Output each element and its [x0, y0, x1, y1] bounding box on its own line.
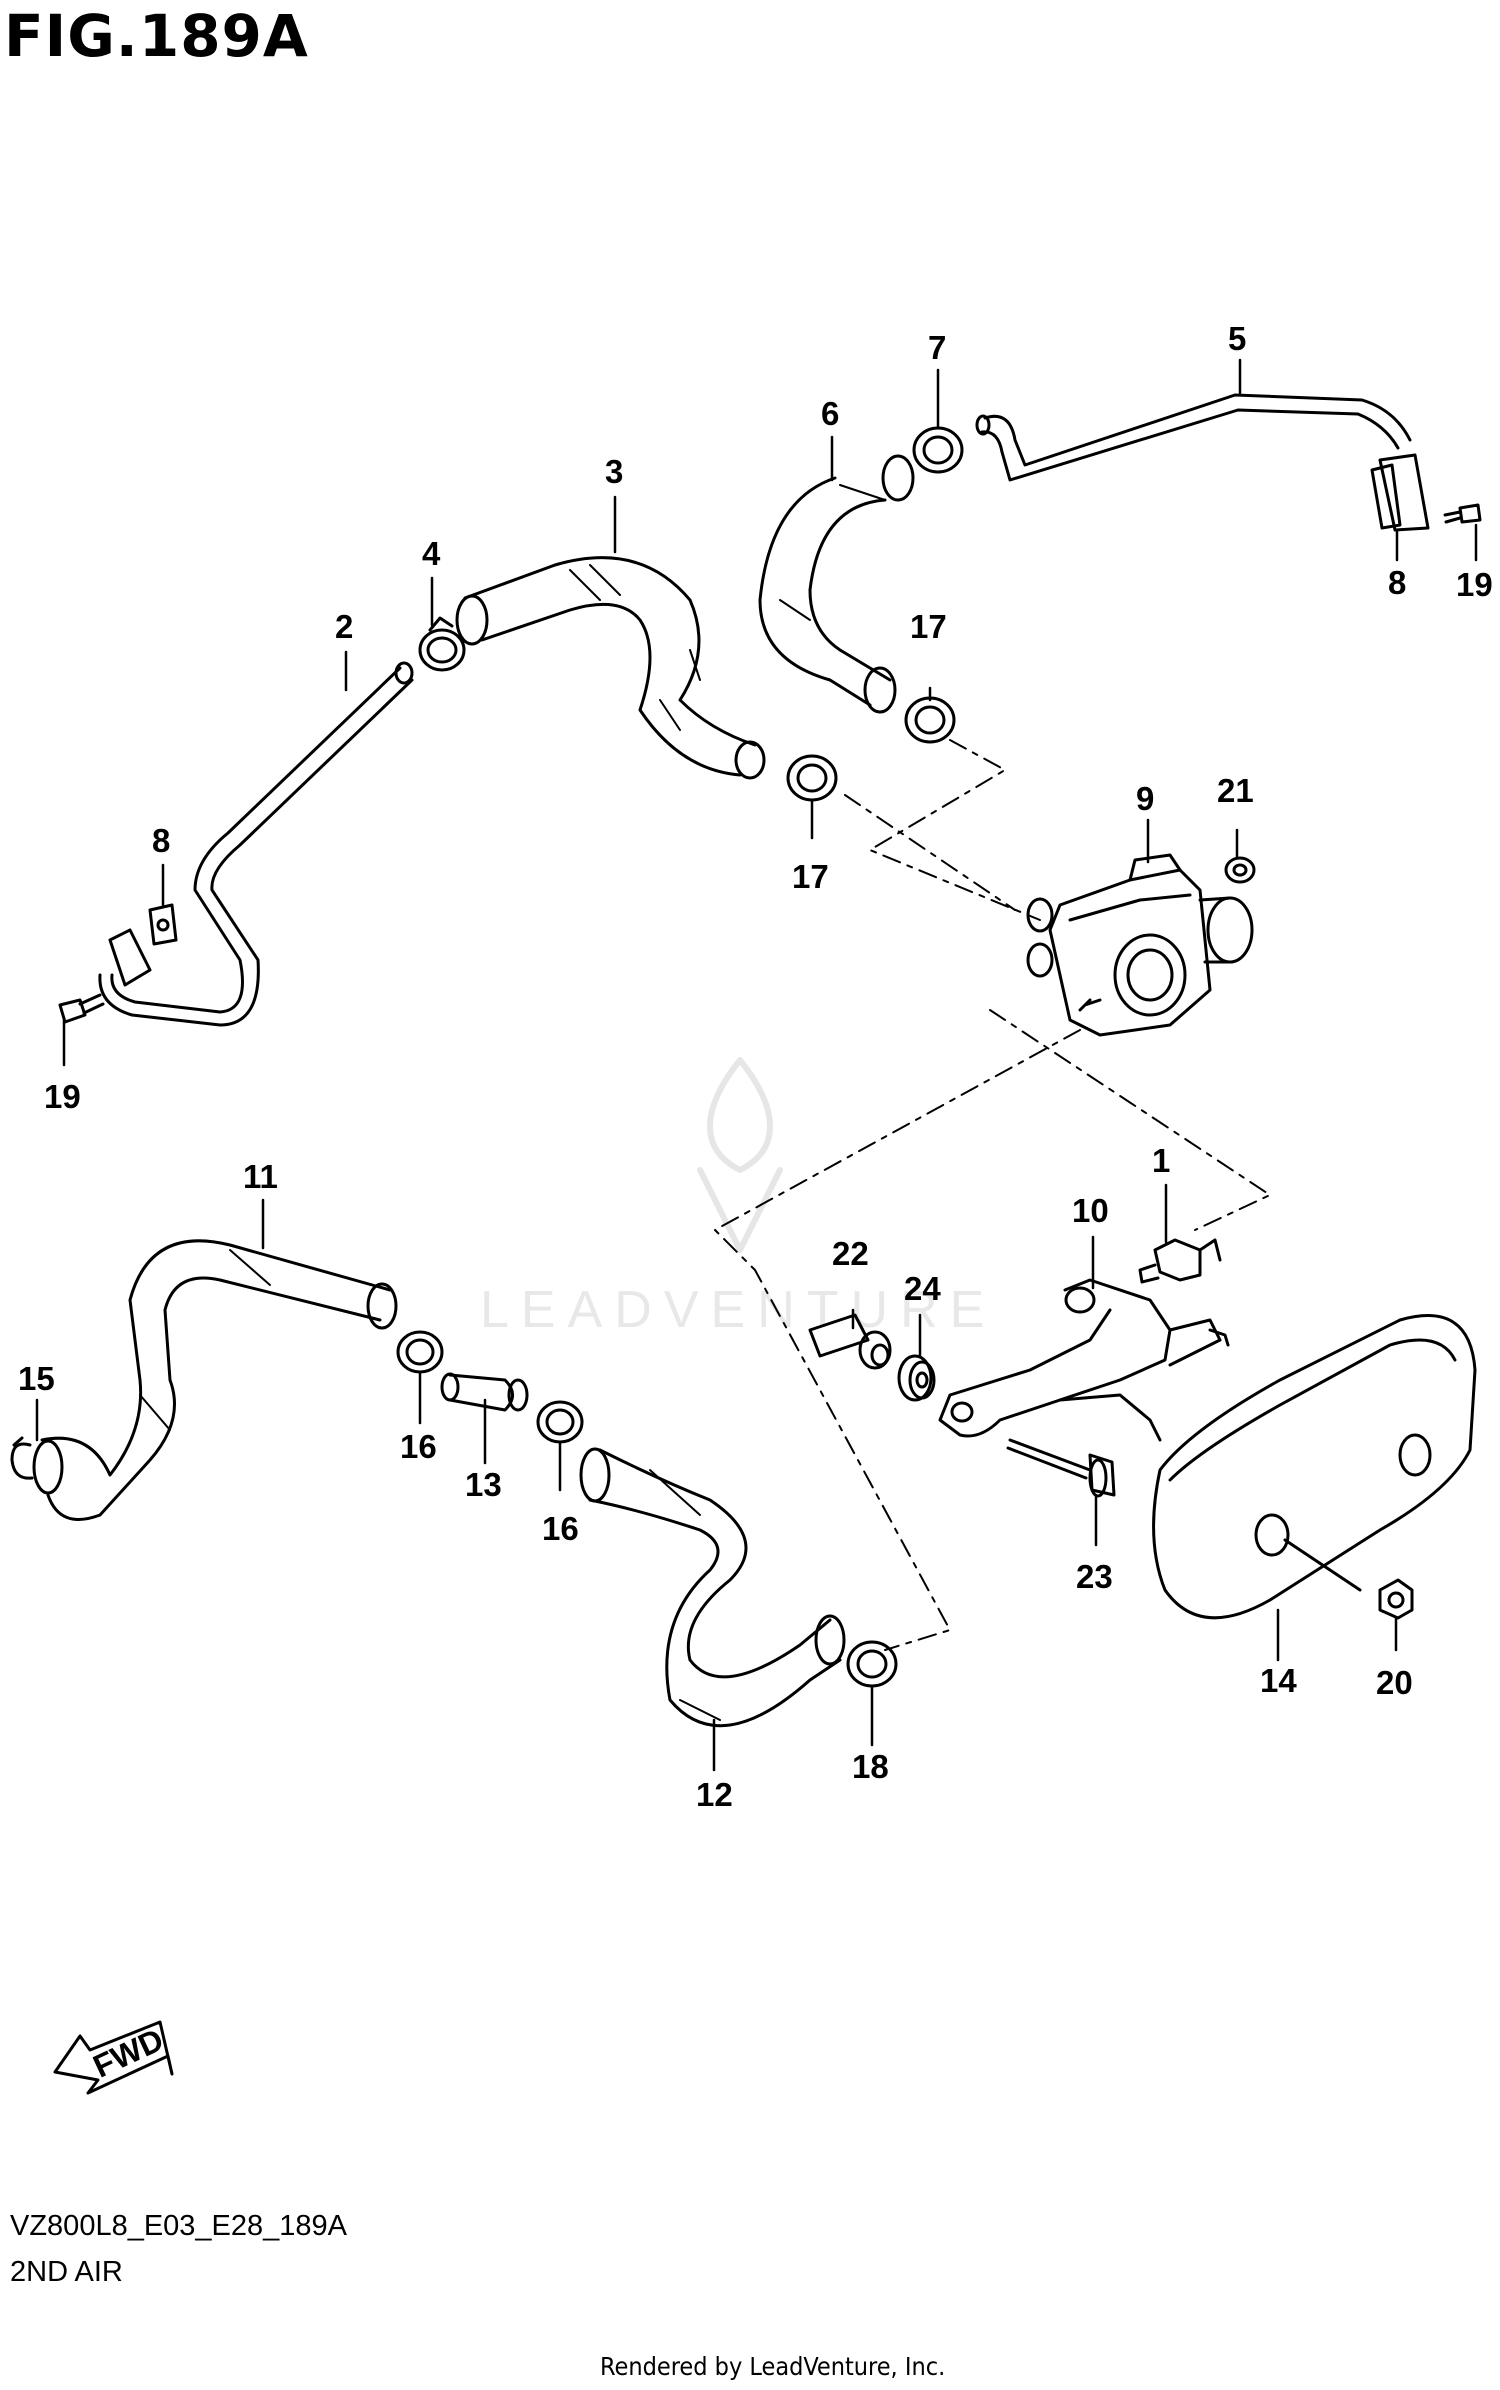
part-9-valve — [1026, 853, 1254, 1037]
part-4-clamp — [418, 616, 466, 672]
callout-23: 23 — [1076, 1558, 1113, 1595]
callout-19-right: 19 — [1456, 566, 1493, 603]
part-19-bolt-right — [1443, 503, 1482, 524]
part-8-bracket-right — [1370, 453, 1430, 532]
part-16-clamp-left — [396, 1330, 444, 1374]
callout-22: 22 — [832, 1235, 869, 1272]
part-21-washer — [1224, 856, 1256, 884]
part-22-pin — [808, 1313, 892, 1370]
fwd-arrow: FWD — [53, 2020, 174, 2095]
part-14-filter-case — [1152, 1314, 1477, 1620]
callout-17-upper: 17 — [910, 608, 947, 645]
callout-1: 1 — [1152, 1142, 1170, 1179]
callout-9: 9 — [1136, 780, 1154, 817]
callout-8-left: 8 — [152, 822, 170, 859]
watermark-text: LEADVENTURE — [480, 1281, 997, 1339]
callout-5: 5 — [1228, 320, 1246, 357]
part-18-clamp — [846, 1640, 898, 1688]
part-6-hose — [758, 454, 915, 714]
callout-16-left: 16 — [400, 1428, 437, 1465]
watermark-logo — [697, 1057, 783, 1253]
callout-leader-lines — [35, 358, 1478, 1772]
part-24-grommet — [897, 1354, 936, 1402]
callout-14: 14 — [1260, 1662, 1297, 1699]
part-10-bracket — [938, 1278, 1230, 1442]
part-16-clamp-right — [536, 1400, 584, 1444]
figure-title: FIG.189A — [4, 2, 309, 70]
part-23-bolt — [1006, 1438, 1116, 1498]
part-20-nut — [1378, 1578, 1414, 1620]
part-13-joint — [440, 1372, 529, 1412]
dashed-connection-lines — [714, 739, 1271, 1651]
callout-24: 24 — [904, 1270, 941, 1307]
part-8-bracket-left — [148, 903, 178, 946]
part-12-hose — [579, 1447, 846, 1728]
part-19-bolt-left — [58, 993, 105, 1024]
model-code: VZ800L8_E03_E28_189A — [10, 2210, 348, 2242]
part-7-clamp — [912, 426, 964, 474]
callout-21: 21 — [1217, 772, 1254, 809]
part-1-sensor — [1138, 1238, 1222, 1284]
part-2-pipe — [98, 661, 414, 1027]
callout-19-left: 19 — [44, 1078, 81, 1115]
callout-8-right: 8 — [1388, 564, 1406, 601]
callout-2: 2 — [335, 608, 353, 645]
callout-20: 20 — [1376, 1664, 1413, 1701]
rendered-by-credit: Rendered by LeadVenture, Inc. — [600, 2352, 946, 2381]
callout-18: 18 — [852, 1748, 889, 1785]
part-17-clamp-lower — [786, 754, 838, 802]
part-3-hose — [455, 556, 766, 780]
callout-3: 3 — [605, 453, 623, 490]
part-5-pipe — [975, 393, 1412, 482]
callout-16-right: 16 — [542, 1510, 579, 1547]
part-17-clamp-upper — [904, 696, 956, 744]
callouts: 1 2 3 4 5 6 7 8 8 9 10 11 12 13 14 15 16… — [18, 320, 1493, 1813]
part-15-clip — [10, 1436, 34, 1480]
callout-4: 4 — [422, 535, 441, 572]
callout-15: 15 — [18, 1360, 55, 1397]
callout-10: 10 — [1072, 1192, 1109, 1229]
part-11-hose — [32, 1239, 398, 1521]
section-name: 2ND AIR — [10, 2256, 123, 2288]
callout-6: 6 — [821, 395, 839, 432]
callout-12: 12 — [696, 1776, 733, 1813]
callout-7: 7 — [928, 329, 946, 366]
callout-11: 11 — [243, 1158, 278, 1195]
callout-17-lower: 17 — [792, 858, 829, 895]
callout-13: 13 — [465, 1466, 502, 1503]
